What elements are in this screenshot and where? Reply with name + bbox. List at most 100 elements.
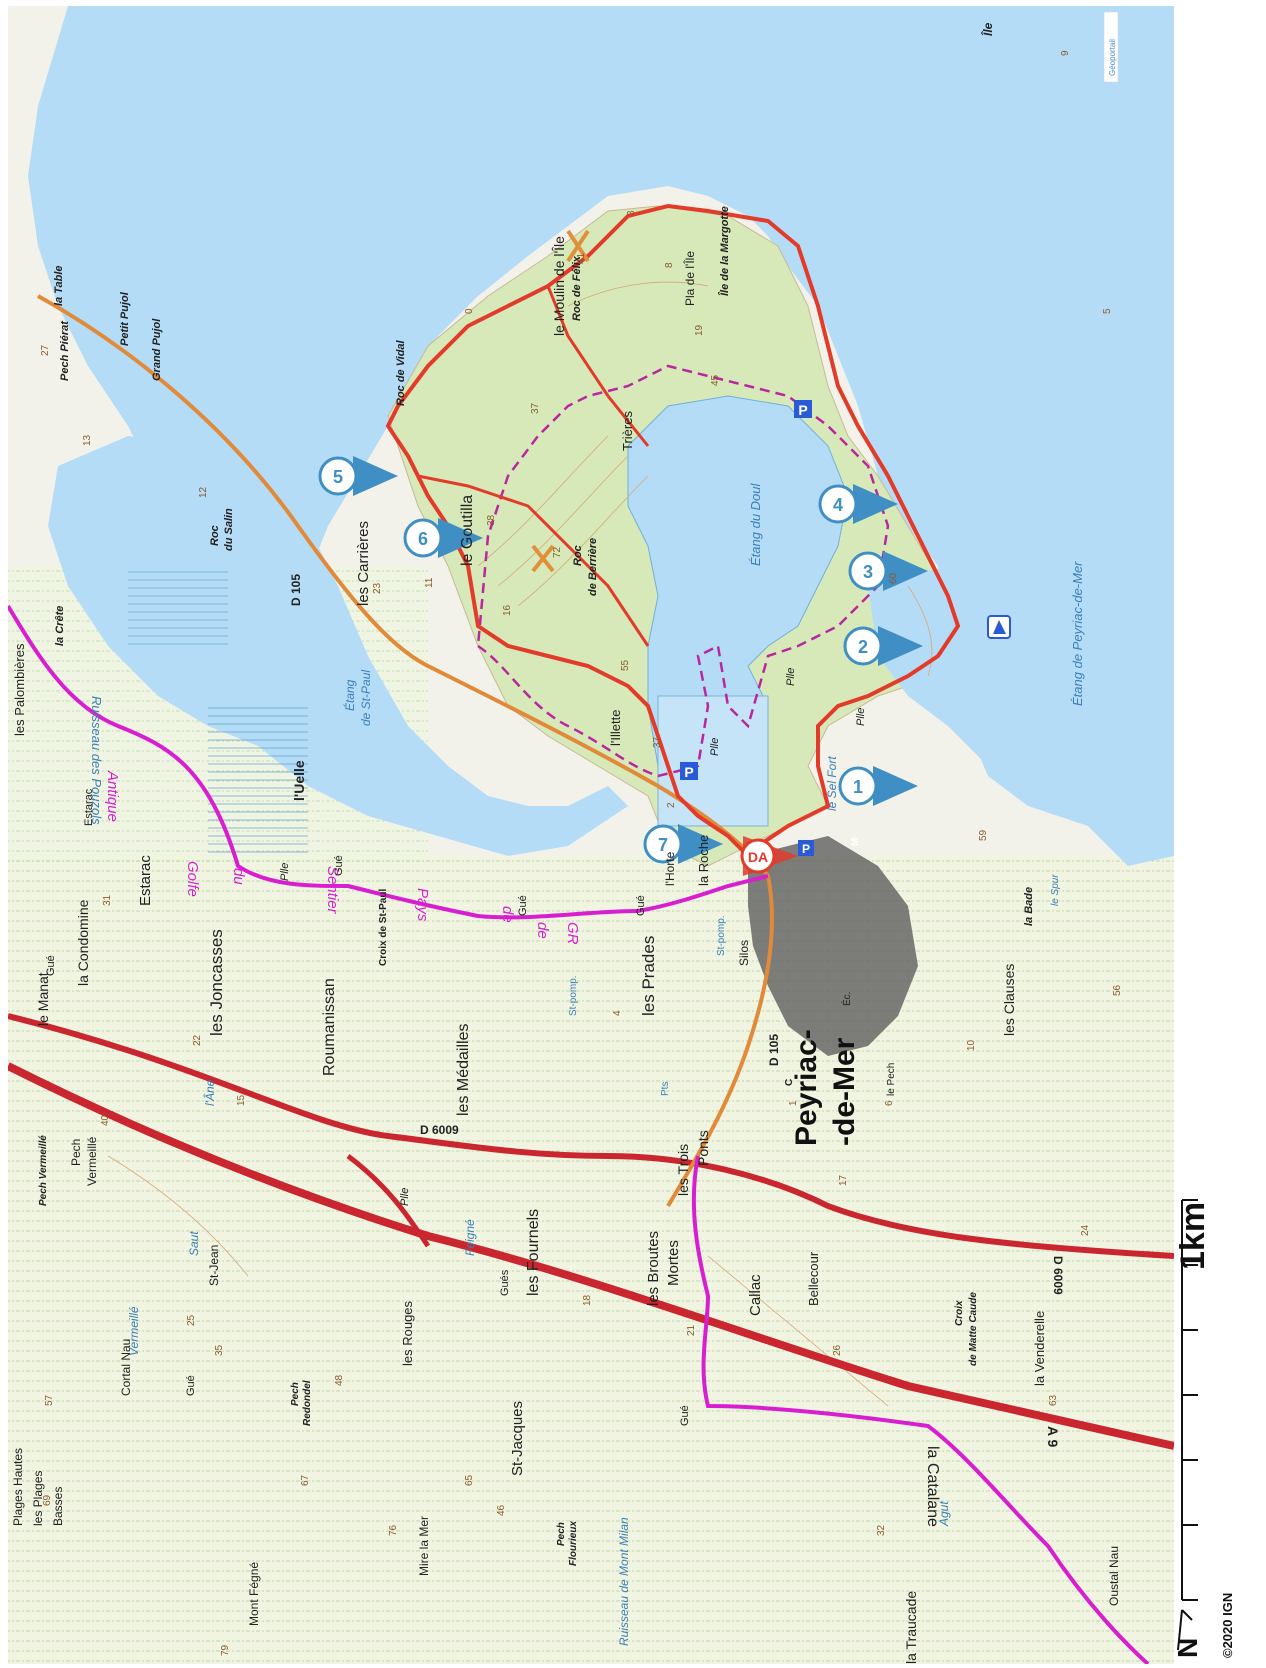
label-gr-du: du — [230, 868, 247, 885]
svg-text:37: 37 — [530, 402, 541, 414]
geoportail-logo: Géoportail — [1103, 11, 1119, 83]
waypoint-4[interactable]: 4 — [818, 484, 898, 524]
label-pech-redondel-2: Redondel — [302, 1380, 313, 1426]
label-plle-3: Plle — [855, 708, 867, 726]
svg-text:5: 5 — [1102, 308, 1113, 314]
waypoint-1[interactable]: 1 — [838, 766, 918, 806]
parking-icon-3: P — [798, 840, 814, 856]
label-ruisseau-pouzols: Ruisseau des Pouzols — [89, 696, 104, 825]
label-estarac-1: Estarac — [83, 788, 95, 826]
label-gue-6: Gué — [679, 1405, 691, 1426]
label-le-spur: le Spur — [1050, 874, 1061, 906]
label-plle-1: Plle — [709, 738, 721, 756]
label-roumanissan: Roumanissan — [321, 978, 338, 1076]
label-le-pech: le Pech — [886, 1063, 897, 1096]
svg-text:79: 79 — [220, 1644, 231, 1656]
svg-text:13: 13 — [82, 434, 93, 446]
svg-text:32: 32 — [876, 1524, 887, 1536]
label-broutes-1: les Broutes — [645, 1231, 662, 1306]
svg-text:6: 6 — [884, 1100, 895, 1106]
scale-ruler — [1177, 1199, 1198, 1651]
label-gr-antique: Antique — [104, 770, 121, 822]
svg-text:38: 38 — [486, 514, 497, 526]
label-plages-hautes: Plages Hautes — [11, 1448, 25, 1526]
label-gr-de-2: de — [534, 922, 551, 939]
label-pech-flourieux-2: Flourieux — [568, 1521, 579, 1566]
label-fournels: les Fournels — [525, 1209, 542, 1296]
label-gr-de-1: de — [499, 906, 516, 923]
label-estarac-2: Estarac — [137, 855, 154, 906]
label-etang-peyriac: Étang de Peyriac-de-Mer — [1070, 561, 1085, 706]
label-gr-sentier: Sentier — [324, 866, 341, 915]
label-plages-basses: Basses — [51, 1487, 65, 1526]
label-palombieres: les Palombières — [12, 643, 27, 736]
contour-lines — [107, 281, 933, 1407]
label-c: C — [784, 1079, 795, 1086]
elevation-labels: 72 55 37 16 23 11 38 41 45 60 37 19 8 3 … — [40, 50, 1123, 1656]
svg-text:48: 48 — [334, 1374, 345, 1386]
north-label: N — [1172, 1637, 1203, 1658]
label-roc-salin-1: Roc — [209, 525, 221, 546]
waypoint-2[interactable]: 2 — [843, 626, 923, 666]
label-gr: GR — [564, 922, 581, 945]
svg-text:45: 45 — [710, 374, 721, 386]
waypoint-3[interactable]: 3 — [848, 551, 928, 591]
label-la-catalane: la Catalane — [924, 1446, 941, 1527]
north-arrow-icon — [1177, 1609, 1193, 1651]
svg-text:35: 35 — [214, 1344, 225, 1356]
svg-text:18: 18 — [582, 1294, 593, 1306]
svg-text:1: 1 — [788, 1100, 799, 1106]
parking-icon-2: P — [794, 400, 812, 418]
svg-text:72: 72 — [552, 546, 563, 558]
topographic-map[interactable]: P P P DA 1 2 3 4 5 — [8, 6, 1174, 1664]
svg-text:P: P — [798, 402, 807, 418]
waypoint-6[interactable]: 6 — [403, 518, 483, 558]
start-marker[interactable]: DA — [740, 836, 798, 876]
label-prades: les Prades — [639, 936, 658, 1016]
label-illette: l'Illette — [608, 710, 623, 746]
svg-text:63: 63 — [1048, 1394, 1059, 1406]
label-pech-vermeille-1: Pech Vermeillé — [38, 1135, 49, 1206]
label-peyriac-1: Peyriac- — [790, 1029, 823, 1146]
svg-text:7: 7 — [658, 835, 668, 855]
label-roc-felix: Roc de Félix — [571, 255, 583, 321]
label-moulin-ile: le Moulin de l'Île — [551, 236, 567, 336]
road-d6009-branch — [346, 1154, 431, 1248]
label-ec: Éc. — [840, 992, 853, 1006]
svg-text:65: 65 — [464, 1474, 475, 1486]
svg-text:DA: DA — [748, 849, 768, 865]
label-pech-pierat: Pech Piérat — [59, 320, 71, 381]
label-la-bade: la Bade — [1023, 887, 1035, 926]
label-agut: Agut — [937, 1501, 951, 1527]
label-roc-berriere-1: Roc — [572, 545, 584, 566]
label-peyriac-2: -de-Mer — [828, 1037, 861, 1146]
label-clauses: les Clauses — [1001, 964, 1017, 1036]
svg-text:16: 16 — [502, 604, 513, 616]
label-d6009-b: D 6009 — [1051, 1256, 1065, 1295]
scale-distance-label: 1km — [1174, 1201, 1212, 1270]
svg-text:Géoportail: Géoportail — [1108, 39, 1117, 76]
main-route[interactable] — [385, 203, 961, 859]
waypoint-5[interactable]: 5 — [318, 456, 398, 496]
svg-text:67: 67 — [300, 1474, 311, 1486]
road-a9 — [8, 1062, 1174, 1450]
label-traucade: la Traucade — [903, 1591, 919, 1664]
scale-bar: 1km N ©2020 IGN — [1172, 1190, 1260, 1660]
sea-water — [28, 6, 1174, 866]
label-gue-2: Gué — [333, 855, 345, 876]
label-ruisseau-mont-milan: Ruisseau de Mont Milan — [617, 1517, 631, 1646]
label-mire-la-mer: Mire la Mer — [417, 1516, 431, 1576]
svg-text:3: 3 — [863, 562, 873, 582]
label-medailles: les Médailles — [455, 1024, 472, 1116]
label-roc-vidal: Roc de Vidal — [395, 339, 407, 406]
label-venderelle: la Venderelle — [1032, 1311, 1047, 1386]
label-pech-vermeille-2: Pech — [69, 1139, 83, 1166]
sailing-icon — [987, 615, 1011, 639]
waypoint-7[interactable]: 7 — [643, 824, 723, 864]
label-m: M — [850, 838, 861, 846]
svg-text:11: 11 — [424, 577, 435, 588]
etang-st-paul — [48, 436, 628, 856]
label-plle-2: Plle — [785, 668, 797, 686]
copyright: ©2020 IGN — [1220, 1592, 1235, 1658]
svg-text:P: P — [802, 842, 810, 856]
